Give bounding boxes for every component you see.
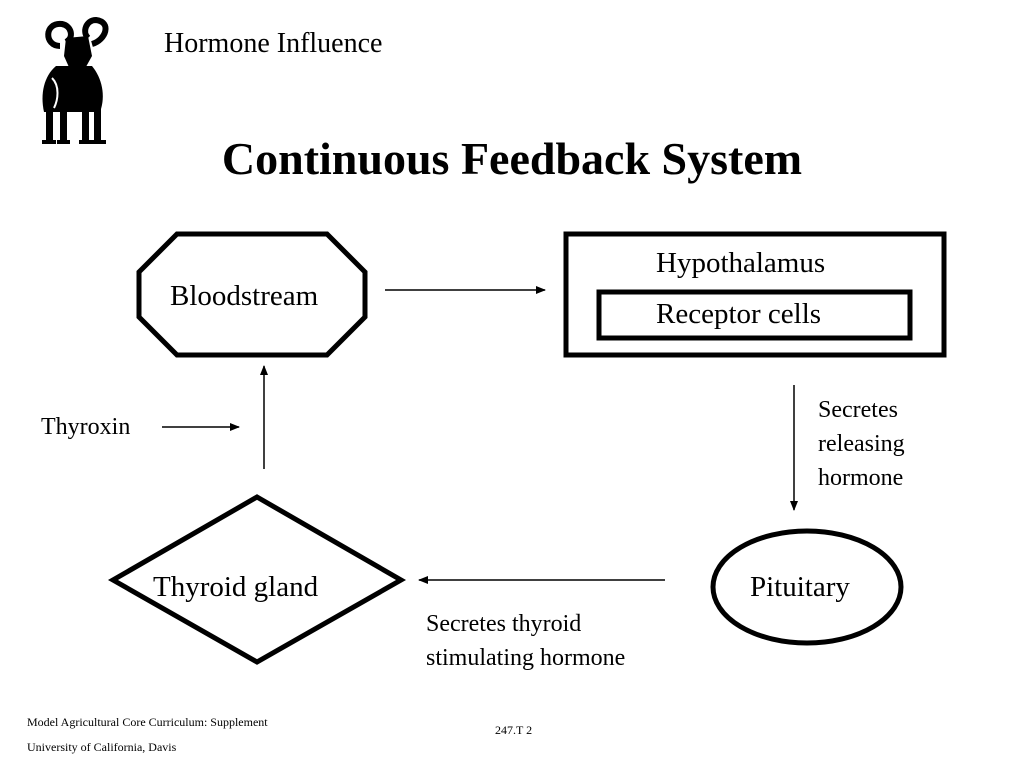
- receptor-cells-label: Receptor cells: [656, 298, 822, 330]
- hypothalamus-label: Hypothalamus: [656, 247, 826, 279]
- thyroxin-label: Thyroxin: [41, 414, 131, 440]
- header-title: Hormone Influence: [164, 28, 383, 59]
- thyroid-stimulating-hormone-label: Secretes thyroid stimulating hormone: [426, 607, 625, 675]
- releasing-hormone-line: Secretes: [818, 397, 898, 423]
- releasing-hormone-label: Secretes releasing hormone: [818, 393, 905, 495]
- footer-university: University of California, Davis: [27, 740, 177, 754]
- thyroid-stimulating-line: Secretes thyroid: [426, 611, 582, 637]
- receptor-cells-node-shape: [596, 289, 913, 341]
- ram-logo-icon: [42, 16, 109, 144]
- page-title: Continuous Feedback System: [221, 133, 803, 184]
- pituitary-label: Pituitary: [750, 571, 850, 603]
- releasing-hormone-line: releasing: [818, 431, 905, 457]
- bloodstream-node-shape: [136, 231, 368, 358]
- thyroid-stimulating-line: stimulating hormone: [426, 645, 626, 671]
- footer-slide-code: 247.T 2: [495, 723, 533, 737]
- thyroid-gland-label: Thyroid gland: [153, 571, 319, 603]
- pituitary-node-shape: [710, 528, 904, 646]
- releasing-hormone-line: hormone: [818, 465, 904, 491]
- bloodstream-label: Bloodstream: [170, 280, 319, 312]
- footer-curriculum: Model Agricultural Core Curriculum: Supp…: [27, 715, 268, 729]
- thyroid-gland-node-shape: [107, 494, 407, 665]
